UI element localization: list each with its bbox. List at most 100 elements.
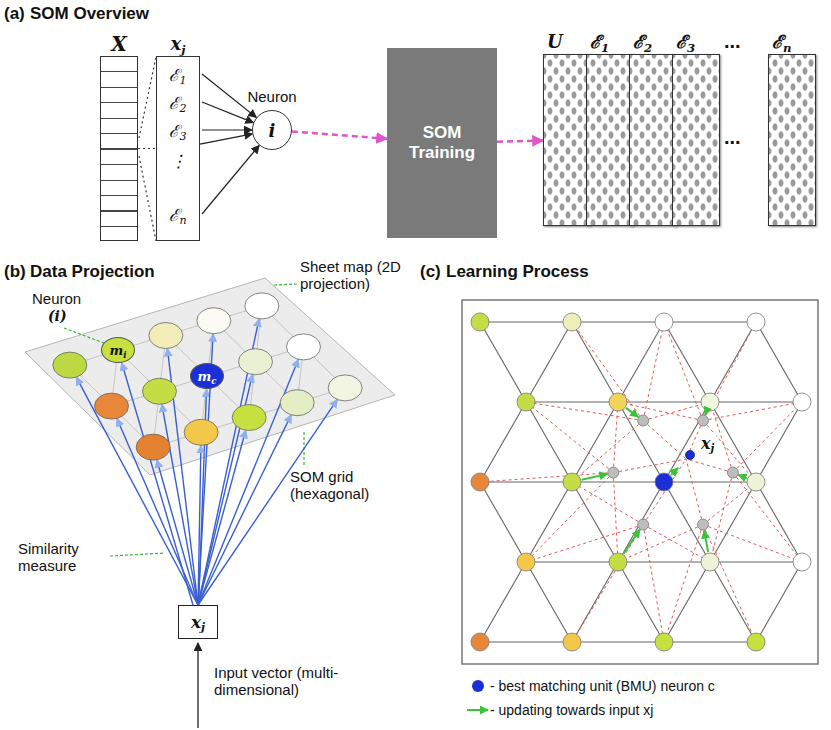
update-arrow xyxy=(704,530,708,552)
lattice-edge xyxy=(526,561,618,562)
component-map: ℰn xyxy=(768,30,816,226)
column-box: ℰ1ℰ2ℰ3⋮ℰn xyxy=(156,56,200,241)
lattice-neuron xyxy=(793,553,811,571)
update-arrow xyxy=(624,530,640,554)
legend-swatch xyxy=(466,704,490,716)
som-neuron xyxy=(95,393,129,419)
legend-row: - updating towards input xj xyxy=(466,702,653,718)
lattice-edge xyxy=(572,482,618,562)
box-label: SOM Training xyxy=(387,123,497,163)
panel-letter: (b) xyxy=(4,262,26,282)
updated-edge xyxy=(664,525,703,642)
lattice-edge xyxy=(618,482,664,562)
leader-line xyxy=(64,328,104,343)
vector-element: ℰ1 xyxy=(157,63,199,85)
updated-position xyxy=(698,519,709,530)
lattice-neuron xyxy=(701,393,719,411)
lattice-edge xyxy=(572,641,664,642)
sheet-map xyxy=(25,278,395,475)
lattice-edge xyxy=(618,322,664,402)
lattice-edge xyxy=(756,322,802,402)
lattice-edge xyxy=(572,402,618,482)
som-neuron xyxy=(328,375,362,401)
som-neuron xyxy=(53,352,87,378)
weight-arrow xyxy=(202,129,252,130)
connector xyxy=(292,132,387,139)
ellipsis: ... xyxy=(724,126,741,149)
zoom-line xyxy=(139,57,156,138)
component-map: U xyxy=(543,30,591,226)
lattice-neuron xyxy=(563,633,581,651)
callout-label: Sheet map (2D projection) xyxy=(300,258,412,292)
leader-line xyxy=(274,284,297,285)
column-heading: xj xyxy=(156,32,200,56)
lattice-edge xyxy=(480,641,572,642)
lattice-edge xyxy=(710,561,802,562)
lattice-edge xyxy=(710,562,756,642)
updated-edge xyxy=(526,525,643,562)
callout-label: (i) xyxy=(48,308,67,324)
input-vector: xjℰ1ℰ2ℰ3⋮ℰn xyxy=(156,32,200,241)
vector-element: ℰ2 xyxy=(157,91,199,113)
lattice-edge xyxy=(756,482,802,562)
som-neuron: mc xyxy=(190,363,224,389)
lattice-edge xyxy=(526,562,572,642)
callout-label: Input vector (multi-dimensional) xyxy=(214,664,364,698)
lattice-neuron xyxy=(563,473,581,491)
update-arrow xyxy=(738,475,746,478)
lattice-edge xyxy=(664,482,710,562)
updated-edge xyxy=(733,402,802,473)
callout-label: Neuron xyxy=(32,290,81,307)
similarity-line xyxy=(76,377,198,605)
similarity-line xyxy=(117,418,198,605)
neuron-index: i xyxy=(269,120,276,141)
column-box xyxy=(629,54,677,226)
lattice-neuron xyxy=(701,553,719,571)
updated-edge xyxy=(572,322,643,421)
updated-edge xyxy=(526,402,613,473)
connector xyxy=(200,134,252,144)
lattice-edge xyxy=(480,562,526,642)
updated-edge xyxy=(643,525,664,642)
lattice-neuron xyxy=(471,633,489,651)
training-box: SOM Training xyxy=(387,48,497,238)
column-box xyxy=(672,54,720,226)
panel-title: Learning Process xyxy=(446,262,589,282)
lattice-edge xyxy=(572,481,664,482)
panel-title: SOM Overview xyxy=(30,4,149,24)
neuron-label: mi xyxy=(110,343,127,358)
weight-arrow xyxy=(202,145,259,214)
som-neuron xyxy=(287,334,321,360)
updated-position xyxy=(638,415,649,426)
updated-edge xyxy=(643,525,710,562)
update-arrow xyxy=(671,468,678,475)
updated-edge xyxy=(703,525,756,642)
updated-position xyxy=(727,467,738,478)
lattice-edge xyxy=(664,481,756,482)
updated-edge xyxy=(618,402,703,421)
similarity-line xyxy=(198,415,291,605)
lattice-neuron xyxy=(517,393,535,411)
updated-edge xyxy=(703,421,756,482)
panel-letter: (a) xyxy=(4,4,25,24)
component-map: ℰ3 xyxy=(672,30,720,226)
lattice-edge xyxy=(710,402,756,482)
vector-element: ℰ3 xyxy=(157,119,199,141)
input-arrow xyxy=(197,643,198,728)
updated-edge xyxy=(572,421,643,482)
panel-letter: (c) xyxy=(420,262,441,282)
connector xyxy=(138,148,156,149)
similarity-line xyxy=(198,399,337,605)
connector xyxy=(497,141,543,142)
lattice-edge xyxy=(756,562,802,642)
vector-element: ℰn xyxy=(157,203,199,225)
lattice-edge xyxy=(618,561,710,562)
lattice-edge xyxy=(480,481,572,482)
lattice-edge xyxy=(664,641,756,642)
column-heading: ℰ3 xyxy=(672,30,720,54)
som-neuron xyxy=(245,293,279,319)
neuron-circle: i xyxy=(252,110,292,150)
input-point xyxy=(686,451,695,460)
updated-edge xyxy=(643,322,664,421)
